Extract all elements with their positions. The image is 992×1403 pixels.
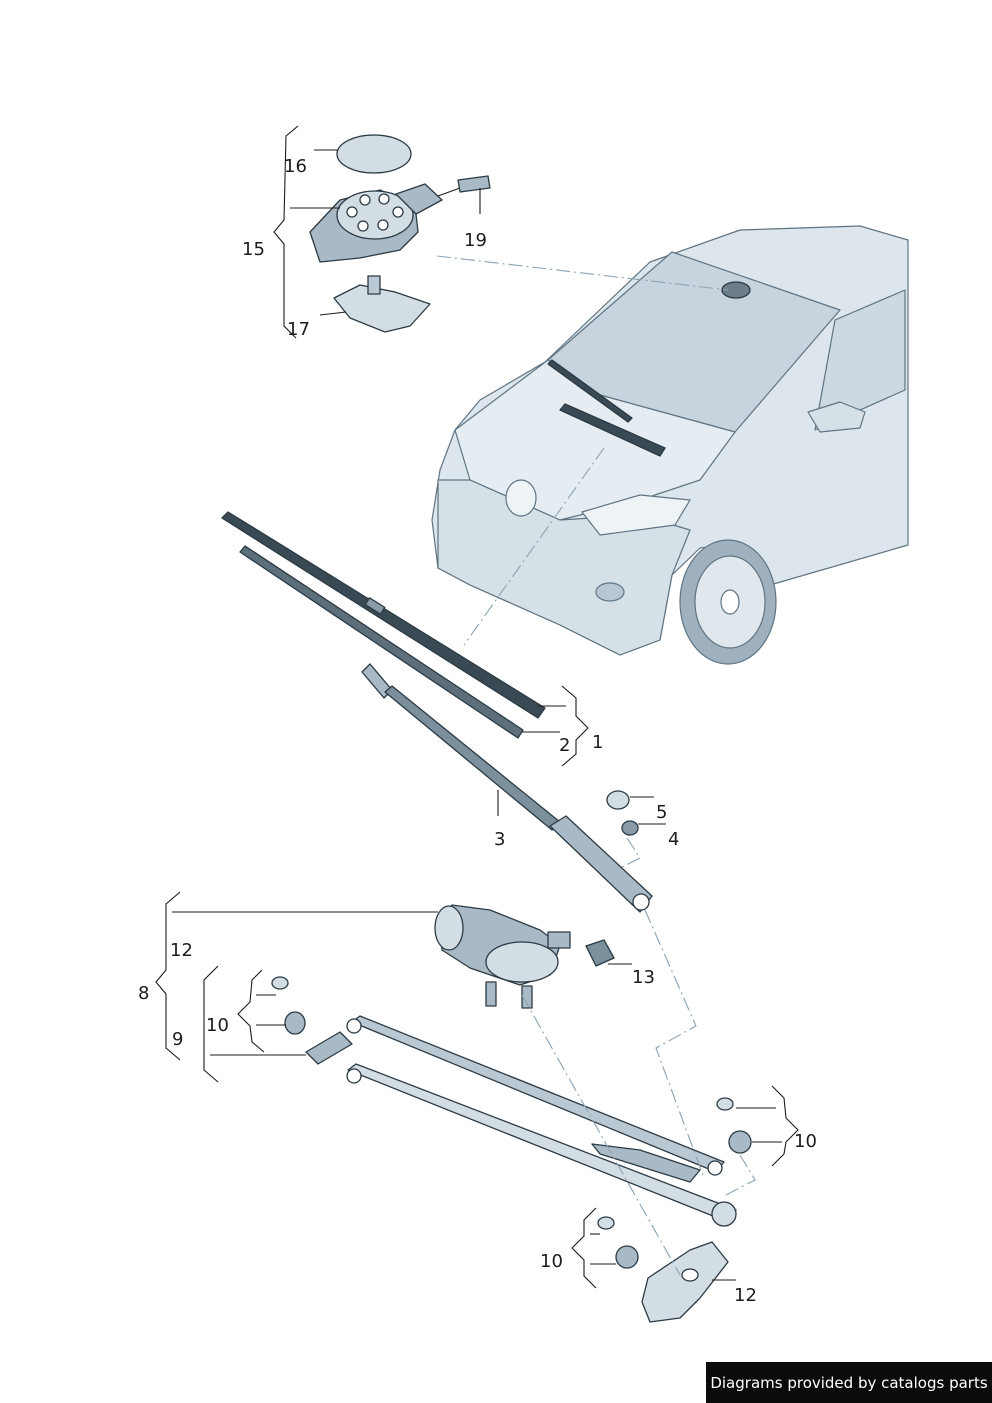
callout-9: 9 (172, 1029, 183, 1050)
callout-19: 19 (464, 230, 487, 251)
mounting-grommets (271, 976, 752, 1269)
callout-10-left: 10 (206, 1015, 229, 1036)
callout-13: 13 (632, 967, 655, 988)
alignment-lines (436, 255, 756, 1276)
callout-labels: 1 2 3 4 5 8 9 10 10 10 10 12 12 13 15 16… (138, 156, 817, 1306)
motor-connector (585, 939, 615, 967)
callout-4: 4 (668, 829, 679, 850)
callout-10-bottom: 10 (540, 1251, 563, 1272)
callout-5: 5 (656, 802, 667, 823)
callout-2: 2 (559, 735, 570, 756)
rain-sensor-group (309, 134, 491, 333)
callout-17: 17 (287, 319, 310, 340)
callout-8: 8 (138, 983, 149, 1004)
sensor-connector (457, 175, 491, 193)
wiper-motor (434, 904, 615, 1009)
callout-10-right: 10 (794, 1131, 817, 1152)
catalog-credit-banner: Diagrams provided by catalogs parts (706, 1362, 992, 1403)
callout-12-plate: 12 (734, 1285, 757, 1306)
wiper-blade (221, 511, 546, 739)
sensor-bracket (333, 284, 431, 333)
callout-3: 3 (494, 829, 505, 850)
wiper-arm (361, 663, 653, 913)
sensor-cover-disc (336, 134, 412, 174)
leader-lines (155, 125, 799, 1289)
callout-15: 15 (242, 239, 265, 260)
arm-nut-and-cap (606, 790, 639, 836)
wiper-linkage (305, 1015, 737, 1227)
callout-12-motor: 12 (170, 940, 193, 961)
motor-mounting-plate (641, 1241, 729, 1323)
callout-1: 1 (592, 732, 603, 753)
car-illustration (431, 225, 909, 665)
callout-16: 16 (284, 156, 307, 177)
